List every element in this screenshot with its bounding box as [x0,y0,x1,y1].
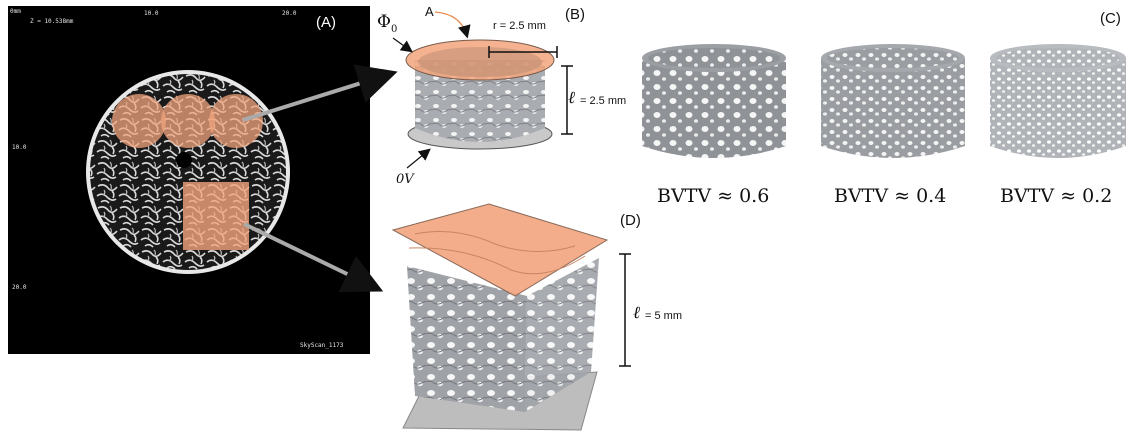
scan-tick-left-10: 10.0 [12,144,27,151]
arrow-to-cube [243,222,384,293]
sample-cylinder-1 [642,44,786,158]
scan-device-label: SkyScan_1173 [300,342,344,349]
roi-circle-1 [112,94,166,148]
cube-height-value: = 5 mm [645,310,682,322]
scan-tick-top-20: 20.0 [282,10,297,17]
ct-scan-panel: 0mm Z = 10.538mm 10.0 20.0 10.0 20.0 Sky… [8,6,370,354]
phi-subscript: 0 [391,24,398,35]
radius-label: r = 2.5 mm [493,20,546,32]
roi-circle-2 [161,94,215,148]
scan-origin-tick: 0mm [10,8,21,15]
cube-top-electrode [391,203,609,297]
sample-cylinder-3 [990,44,1126,158]
arrow-to-cylinder [242,64,398,122]
panel-label-c: (C) [1100,10,1121,27]
cube-height-symbol: ℓ [633,303,641,323]
bvtv-label-3: BVTV ≈ 0.2 [1000,185,1113,207]
area-label: A [425,4,434,19]
bvtv-label-1: BVTV ≈ 0.6 [657,185,770,207]
sample-cylinder-2 [821,44,965,158]
scan-z-readout: Z = 10.538mm [30,18,74,25]
scan-tick-top-10: 10.0 [144,10,159,17]
bvtv-label-2: BVTV ≈ 0.4 [834,185,947,207]
cylinder-sample-diagram [392,11,573,169]
ground-label: 0V [396,172,414,187]
cylinder-height-value: = 2.5 mm [580,95,627,107]
panel-label-d: (D) [620,212,641,229]
panel-label-b: (B) [565,6,585,23]
bone-cross-section [86,70,290,274]
cube-sample-diagram [391,203,631,431]
roi-circle-3 [209,94,263,148]
phi-label: Φ [377,12,391,32]
panel-label-a: (A) [316,14,336,31]
cylinder-height-symbol: ℓ [568,88,576,108]
scan-tick-left-20: 20.0 [12,284,27,291]
roi-square [183,182,249,250]
